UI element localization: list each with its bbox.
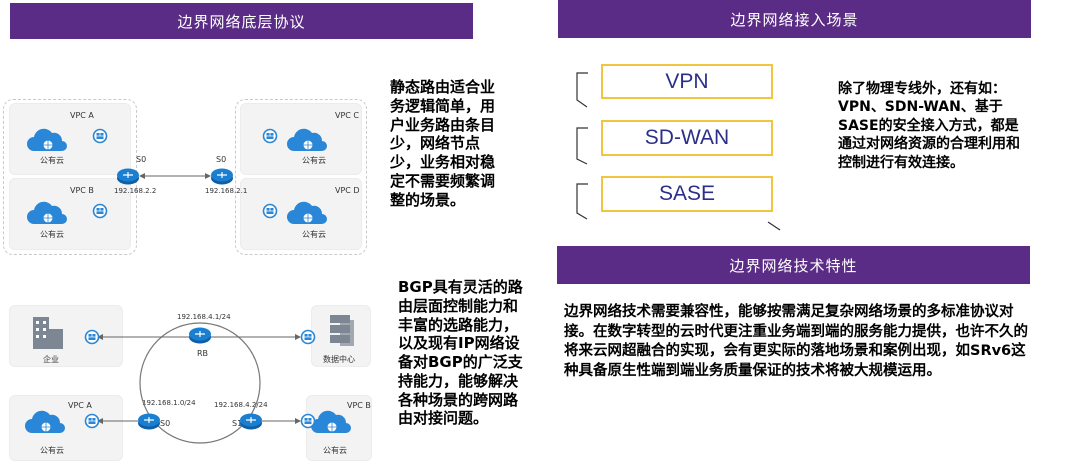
access-item-vpn: VPN: [601, 64, 773, 99]
cloud-icon: [26, 201, 68, 225]
cloud-label-c: 公有云: [302, 156, 326, 165]
router-rb-icon: [188, 326, 212, 345]
ip-left-bottom-label: 192.168.1.0/24: [142, 399, 196, 407]
banner-tech-features: 边界网络技术特性: [557, 246, 1030, 284]
firewall-icon: [92, 203, 108, 219]
enterprise-label: 企业: [43, 355, 59, 364]
ip-right: 192.168.2.1: [205, 187, 248, 195]
cloud-label-b: 公有云: [40, 230, 64, 239]
firewall-icon: [300, 413, 316, 429]
banner-access-scenario: 边界网络接入场景: [558, 0, 1031, 38]
server-icon: [330, 315, 354, 346]
port-s0-left: S0: [136, 155, 147, 164]
firewall-icon: [92, 128, 108, 144]
cloud-label-bottom-b: 公有云: [323, 446, 347, 455]
banner-underlay-protocol: 边界网络底层协议: [10, 3, 473, 39]
vpc-a-label: VPC A: [70, 111, 94, 120]
static-routing-text: 静态路由适合业务逻辑简单，用户业务路由条目少，网络节点少，业务相对稳定不需要频繁…: [390, 78, 496, 209]
router-s0-icon: [137, 412, 161, 431]
vpc-d-label: VPC D: [335, 186, 360, 195]
router-rb-label: RB: [197, 349, 209, 358]
vpc-b-label: VPC B: [70, 186, 94, 195]
cloud-icon: [286, 128, 328, 152]
vpc-b-bottom-label: VPC B: [347, 401, 371, 410]
router-s1-icon: [239, 412, 263, 431]
vpc-c-label: VPC C: [335, 111, 360, 120]
cloud-label-a: 公有云: [40, 156, 64, 165]
firewall-icon: [262, 128, 278, 144]
bgp-text: BGP具有灵活的路由层面控制能力和丰富的选路能力，以及现有IP网络设备对BGP的…: [398, 278, 523, 428]
cloud-label-bottom-a: 公有云: [40, 446, 64, 455]
firewall-icon: [262, 203, 278, 219]
bracket-lines: [576, 72, 781, 231]
firewall-icon: [84, 413, 100, 429]
cloud-icon: [26, 128, 68, 152]
vpc-a-bottom-label: VPC A: [68, 401, 92, 410]
cloud-icon: [286, 201, 328, 225]
vpc-group-right: [235, 99, 367, 255]
firewall-icon: [300, 329, 316, 345]
building-icon: [33, 317, 63, 349]
datacenter-label: 数据中心: [323, 355, 355, 364]
access-item-sdwan: SD-WAN: [601, 120, 773, 156]
cloud-icon: [310, 410, 352, 434]
cloud-label-d: 公有云: [302, 230, 326, 239]
access-item-sase: SASE: [601, 176, 773, 212]
ip-right-bottom-label: 192.168.4.2/24: [214, 401, 268, 409]
port-s0-right: S0: [216, 155, 227, 164]
router-icon: [116, 167, 140, 186]
access-description: 除了物理专线外，还有如：VPN、SDN-WAN、基于SASE的安全接入方式，都是…: [838, 81, 1020, 171]
tech-features-text: 边界网络技术需要兼容性，能够按需满足复杂网络场景的多标准协议对接。在数字转型的云…: [564, 304, 1028, 380]
enterprise-card: [9, 305, 123, 367]
router-s1-label: S1: [232, 419, 243, 428]
ip-top-label: 192.168.4.1/24: [177, 313, 231, 321]
vpc-a-card: [9, 103, 131, 175]
router-icon: [210, 167, 234, 186]
router-s0-label: S0: [160, 419, 171, 428]
firewall-icon: [84, 329, 100, 345]
cloud-icon: [24, 410, 66, 434]
ip-left: 192.168.2.2: [114, 187, 157, 195]
